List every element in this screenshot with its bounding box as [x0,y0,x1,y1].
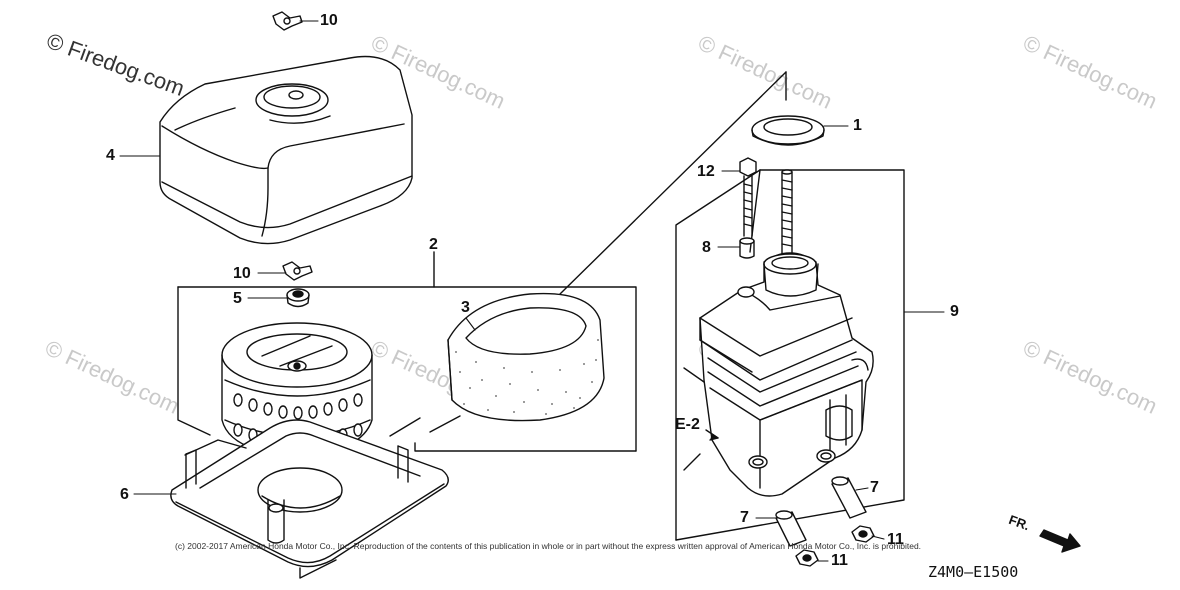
front-arrow [1039,529,1081,553]
stud [781,169,793,263]
callout-9: 9 [950,303,959,320]
wing-nut-top [272,11,303,31]
callout-11: 11 [887,531,904,548]
gasket-ring [751,115,825,146]
collar [739,237,755,259]
callout-7: 7 [740,509,749,526]
callout-11: 11 [831,552,848,569]
callout-12: 12 [697,163,715,180]
callout-4: 4 [106,147,115,164]
callout-2: 2 [429,236,438,253]
wing-nut-lower [282,261,313,281]
air-cleaner-cover [159,55,413,245]
callout-3: 3 [461,299,470,316]
callout-5: 5 [233,290,242,307]
tube-lower [775,510,807,547]
diagram-code: Z4M0—E1500 [928,563,1019,581]
callout-8: 8 [702,239,711,256]
bolt [739,157,757,237]
callout-6: 6 [120,486,129,503]
callout-10: 10 [320,12,338,29]
callout-7: 7 [870,479,879,496]
copyright-notice: (c) 2002-2017 American Honda Motor Co., … [175,541,922,551]
air-cleaner-base [170,419,449,579]
air-cleaner-elbow [699,252,874,497]
grommet [286,288,310,308]
callout-10: 10 [233,265,251,282]
reference-e2: E-2 [675,416,700,433]
nut-lower [795,549,819,567]
tube-upper [831,476,867,519]
nut-right [851,525,875,543]
callout-1: 1 [853,117,862,134]
foam-element [447,292,605,422]
